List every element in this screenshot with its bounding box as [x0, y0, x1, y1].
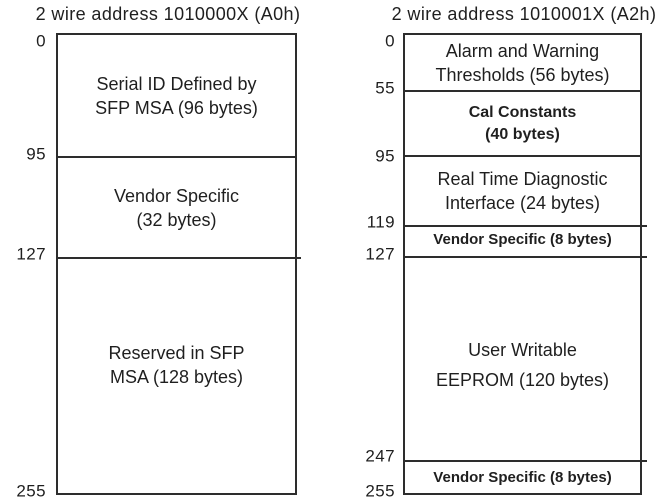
a0h-address-label-127: 127 — [16, 244, 46, 264]
region-alarm-warning-thresholds-label: Alarm and Warning Thresholds (56 bytes) — [435, 40, 610, 85]
a2h-address-label-247: 247 — [365, 446, 395, 466]
region-vendor-specific-32: Vendor Specific (32 bytes) — [58, 158, 295, 259]
divider-tick — [641, 225, 647, 227]
region-cal-constants: Cal Constants (40 bytes) — [405, 92, 640, 157]
region-vendor-specific-8-end: Vendor Specific (8 bytes) — [405, 462, 640, 493]
region-reserved-sfp-msa: Reserved in SFP MSA (128 bytes) — [58, 259, 295, 493]
region-real-time-diagnostic-label: Real Time Diagnostic Interface (24 bytes… — [437, 169, 608, 213]
a2h-address-label-0: 0 — [385, 31, 395, 51]
region-serial-id-label: Serial ID Defined by SFP MSA (96 bytes) — [95, 73, 258, 118]
a2h-address-label-119: 119 — [366, 212, 395, 232]
region-user-writable-eeprom: User Writable EEPROM (120 bytes) — [405, 258, 640, 462]
region-vendor-specific-8-end-label: Vendor Specific (8 bytes) — [433, 468, 612, 486]
divider-tick — [296, 257, 301, 259]
region-reserved-sfp-msa-label: Reserved in SFP MSA (128 bytes) — [108, 343, 245, 387]
divider-tick — [641, 256, 647, 258]
a2h-address-label-55: 55 — [375, 78, 395, 98]
region-vendor-specific-8-mid-label: Vendor Specific (8 bytes) — [433, 230, 612, 248]
a0h-address-label-0: 0 — [36, 31, 46, 51]
region-alarm-warning-thresholds: Alarm and Warning Thresholds (56 bytes) — [405, 35, 640, 92]
a0h-diagram-title: 2 wire address 1010000X (A0h) — [35, 4, 301, 24]
a0h-address-label-255: 255 — [16, 481, 46, 501]
a2h-memory-box: Alarm and Warning Thresholds (56 bytes) … — [403, 33, 642, 495]
a2h-address-label-95: 95 — [375, 146, 395, 166]
a2h-diagram-title: 2 wire address 1010001X (A2h) — [391, 4, 657, 24]
a0h-memory-box: Serial ID Defined by SFP MSA (96 bytes) … — [56, 33, 297, 495]
region-cal-constants-label: Cal Constants (40 bytes) — [468, 103, 577, 143]
region-vendor-specific-32-label: Vendor Specific (32 bytes) — [113, 185, 240, 230]
region-vendor-specific-8-mid: Vendor Specific (8 bytes) — [405, 227, 640, 258]
region-real-time-diagnostic: Real Time Diagnostic Interface (24 bytes… — [405, 157, 640, 227]
region-user-writable-eeprom-label: User Writable EEPROM (120 bytes) — [435, 340, 610, 390]
region-serial-id: Serial ID Defined by SFP MSA (96 bytes) — [58, 35, 295, 158]
divider-tick — [641, 460, 647, 462]
a2h-address-label-255: 255 — [365, 481, 395, 501]
a0h-address-label-95: 95 — [26, 144, 46, 164]
a2h-address-label-127: 127 — [365, 244, 395, 264]
